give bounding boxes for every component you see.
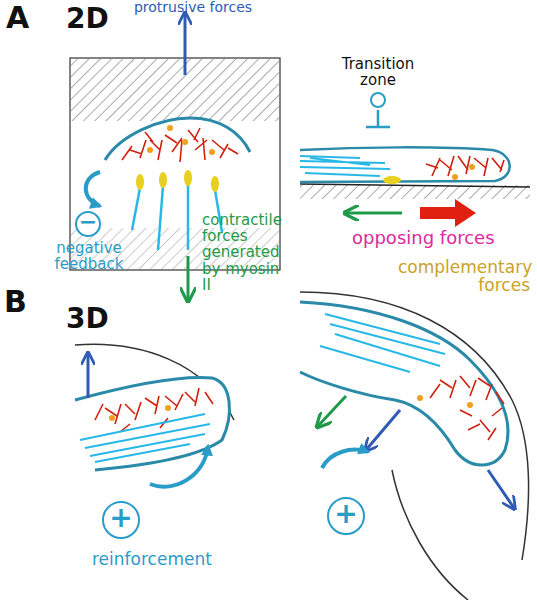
focal-adhesion [211,176,219,192]
inhibition-circle [371,93,385,107]
feedback-sign: + [103,503,139,533]
adhesion-dot [417,395,423,401]
contraction-arrow [346,212,402,215]
matrix-fiber [300,292,529,560]
stress-fibers [320,314,445,372]
hatched-substrate [71,59,279,121]
cell-outline [300,302,508,465]
panel-title: 3D [66,304,126,334]
protrusion-arrow [87,354,90,398]
stress-fibers [80,414,210,462]
feedback-sign: + [328,499,364,529]
substrate-frame [70,58,280,270]
actin-network [122,128,238,162]
focal-adhesion [136,174,144,190]
reinforcement-arrow [150,446,208,487]
feedback-sign: − [76,210,100,234]
inhibition-symbol [366,110,390,127]
contraction-arrow [318,396,346,426]
matrix-fiber [392,470,468,600]
force-label: contractile forces generated by myosin I… [202,212,286,293]
adhesion-dot [467,402,473,408]
adhesion-dot [182,139,188,145]
focal-adhesion [184,170,192,186]
focal-adhesion [159,172,167,188]
adhesion-dot [452,174,458,180]
sign-circle [328,498,364,534]
adhesion-dot [167,125,173,131]
sign-circle [103,502,139,538]
protrusion-arrow [488,470,514,508]
force-label: complementary forces [398,258,530,295]
substrate-line [300,184,530,187]
hatched-substrate [300,185,530,199]
force-label: opposing forces [352,228,522,247]
adhesion-dot [165,405,171,411]
protrusion-arrow [184,14,187,75]
reinforcement-arrow [322,450,368,468]
panel-title: 2D [66,4,126,34]
focal-adhesion [383,176,401,184]
actin-network [430,376,504,440]
adhesion-dot [209,149,215,155]
feedback-label: reinforcement [92,550,232,568]
protrusion-arrow [366,410,400,450]
adhesion-dot [469,164,475,170]
adhesion-dot [109,415,115,421]
cell-side-outline [300,147,510,182]
stress-fibers [300,156,390,176]
feedback-label: negative feedback [44,240,134,272]
contraction-arrow [187,256,190,300]
panel-letter: A [6,2,46,34]
force-label: protrusive forces [118,0,268,15]
adhesion-dot [147,147,153,153]
actin-network [426,156,504,176]
protrusion-arrow [420,199,476,227]
zone-label: Transition zone [330,56,426,88]
feedback-arrow [86,172,100,206]
panel-letter: B [4,286,44,318]
